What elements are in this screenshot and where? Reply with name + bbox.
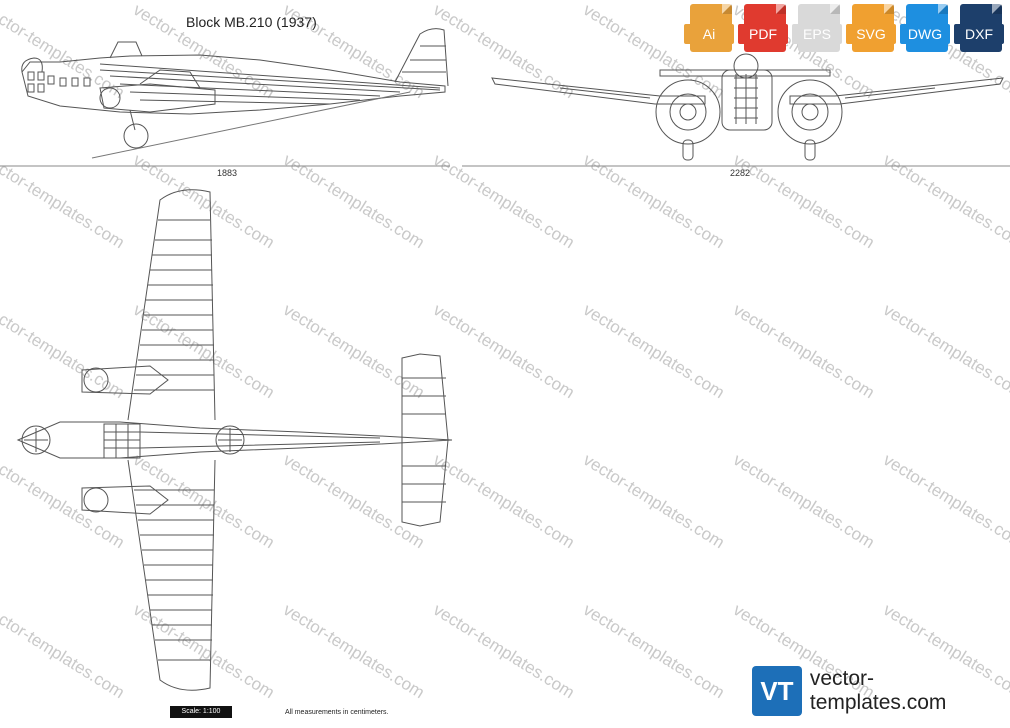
- top-view: [16, 189, 453, 691]
- front-span-dimension: 2282: [730, 168, 751, 178]
- side-view: [0, 28, 450, 167]
- svg-file-icon[interactable]: SVG: [846, 4, 896, 52]
- vt-logo-icon: VT: [752, 666, 802, 716]
- dwg-file-icon[interactable]: DWG: [900, 4, 950, 52]
- drawing-title: Block MB.210 (1937): [186, 14, 317, 30]
- format-label: PDF: [738, 24, 788, 44]
- brand[interactable]: VT vector-templates.com: [752, 666, 1010, 716]
- front-view: [462, 53, 1010, 167]
- format-icons: Ai PDF EPS SVG DWG DXF: [684, 4, 1004, 52]
- ai-file-icon[interactable]: Ai: [684, 4, 734, 52]
- format-label: DWG: [900, 24, 950, 44]
- format-label: DXF: [954, 24, 1004, 44]
- scale-label: Scale: 1:100: [170, 706, 232, 718]
- format-label: EPS: [792, 24, 842, 44]
- brand-name: vector-templates.com: [809, 667, 947, 714]
- format-label: SVG: [846, 24, 896, 44]
- eps-file-icon[interactable]: EPS: [792, 4, 842, 52]
- dxf-file-icon[interactable]: DXF: [954, 4, 1004, 52]
- side-length-dimension: 1883: [217, 168, 238, 178]
- measurement-note: All measurements in centimeters.: [285, 709, 389, 716]
- format-label: Ai: [684, 24, 734, 44]
- pdf-file-icon[interactable]: PDF: [738, 4, 788, 52]
